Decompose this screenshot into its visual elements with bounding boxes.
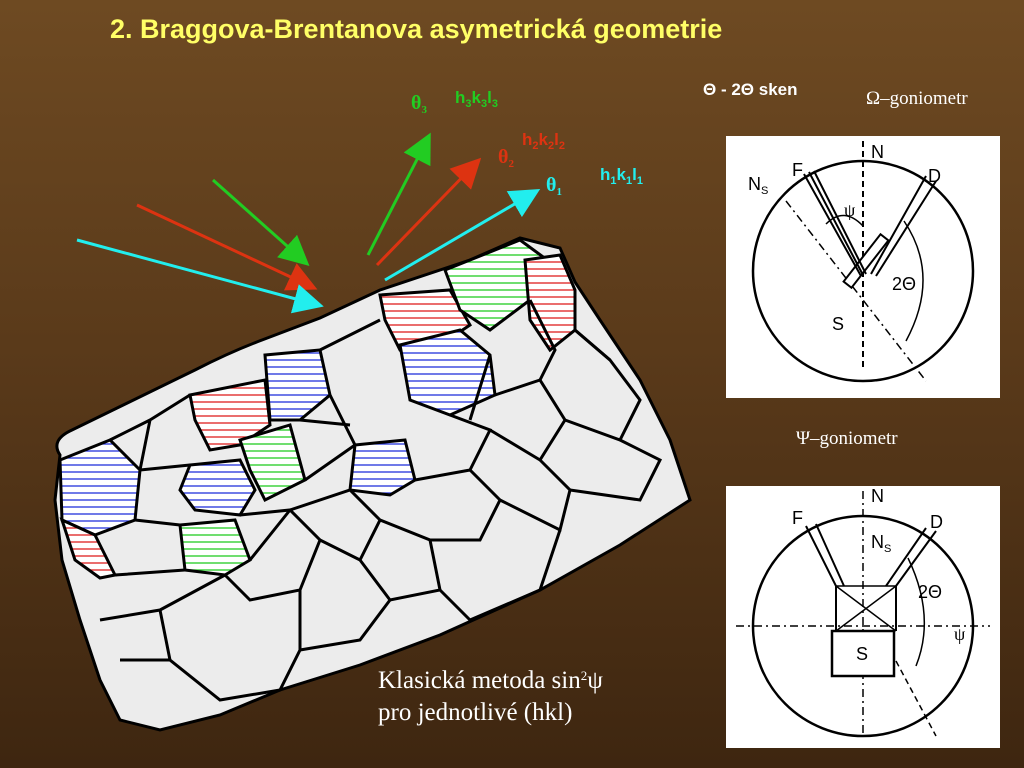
grain-blue-3 xyxy=(263,348,332,422)
theta1-symbol: θ xyxy=(546,174,557,196)
psi-symbol: Ψ xyxy=(796,428,811,449)
hkl3-h: h xyxy=(455,88,466,107)
grain-blue-2 xyxy=(178,458,257,517)
caption-superscript: 2 xyxy=(580,668,588,683)
psi-Ns-sub: S xyxy=(884,543,892,555)
grain-blue-4 xyxy=(348,438,417,497)
hkl3-h-idx: 3 xyxy=(465,98,472,110)
grain-green-1 xyxy=(238,423,307,503)
hkl1-k-idx: 1 xyxy=(625,175,633,187)
beam-diffracted-cyan xyxy=(384,188,541,282)
grain-boundaries xyxy=(99,299,663,702)
grain-green-2 xyxy=(178,518,252,577)
hkl2-h-idx: 2 xyxy=(532,140,539,152)
psi-diagram xyxy=(736,491,990,738)
theta1-label: θ1 xyxy=(546,174,562,198)
theta1-index: 1 xyxy=(556,186,562,198)
scan-theta: Θ xyxy=(703,80,717,99)
slide-title: 2. Braggova-Brentanova asymetrická geome… xyxy=(110,14,723,44)
psi-S-label: S xyxy=(856,644,869,664)
theta2-symbol: θ xyxy=(498,146,509,168)
omega-text: –goniometr xyxy=(880,88,968,109)
hkl1-l-idx: 1 xyxy=(636,175,643,187)
hkl1-label: h1k1l1 xyxy=(600,165,643,187)
omega-psi-label: ψ xyxy=(844,200,856,220)
grain-red-1 xyxy=(59,517,118,580)
omega-D-label: D xyxy=(928,166,941,186)
psi-Ns-label: NS xyxy=(871,532,891,555)
omega-S-label: S xyxy=(832,314,845,334)
omega-goniometer-label: Ω–goniometr xyxy=(866,88,968,110)
omega-goniometer-panel: N NS F D ψ 2Θ S xyxy=(726,136,1000,398)
omega-2theta-label: 2Θ xyxy=(892,274,917,294)
hkl2-h: h xyxy=(522,130,533,149)
hkl3-k-idx: 3 xyxy=(480,98,488,110)
caption-line-2: pro jednotlivé (hkl) xyxy=(378,699,573,726)
hkl2-label: h2k2l2 xyxy=(522,130,565,152)
psi-F-label: F xyxy=(792,508,803,528)
hkl2-l: l xyxy=(554,130,559,149)
hkl3-l-idx: 3 xyxy=(491,98,498,110)
beam-incident-red xyxy=(136,203,318,291)
omega-diagram xyxy=(751,141,975,383)
beam-diffracted-green xyxy=(366,132,431,256)
psi-goniometer-panel: N NS F D 2Θ ψ S xyxy=(726,486,1000,748)
psi-psi-label: ψ xyxy=(954,624,966,644)
hkl2-l-idx: 2 xyxy=(558,140,565,152)
hkl1-l: l xyxy=(632,165,637,184)
omega-F-label: F xyxy=(792,160,803,180)
hkl3-l: l xyxy=(487,88,492,107)
psi-Ns-N: N xyxy=(871,532,884,552)
beam-incident-green xyxy=(212,178,310,266)
hkl1-k: k xyxy=(616,165,626,184)
omega-N-label: N xyxy=(871,142,884,162)
method-caption: Klasická metoda sin2ψ pro jednotlivé (hk… xyxy=(378,660,603,729)
psi-D-label: D xyxy=(930,512,943,532)
hkl2-k-idx: 2 xyxy=(547,140,555,152)
psi-text: –goniometr xyxy=(810,428,898,449)
hkl3-label: h3k3l3 xyxy=(455,88,498,110)
hkl3-k: k xyxy=(471,88,481,107)
theta3-label: θ3 xyxy=(411,92,427,116)
omega-Ns-sub: S xyxy=(761,185,769,197)
omega-symbol: Ω xyxy=(866,88,881,109)
scan-label: Θ - 2Θ sken xyxy=(703,80,798,100)
omega-Ns-label: NS xyxy=(748,174,768,197)
psi-2theta-label: 2Θ xyxy=(918,582,943,602)
theta2-label: θ2 xyxy=(498,146,514,170)
scan-rest: - 2 xyxy=(716,80,741,99)
scan-tail: sken xyxy=(754,80,798,99)
beam-diffracted-red xyxy=(375,157,482,267)
beam-incident-cyan xyxy=(76,238,324,314)
psi-goniometer-label: Ψ–goniometr xyxy=(796,428,898,450)
theta3-symbol: θ xyxy=(411,92,422,114)
hkl2-k: k xyxy=(538,130,548,149)
scan-theta2: Θ xyxy=(740,80,755,99)
theta3-index: 3 xyxy=(421,104,427,116)
caption-text-1: Klasická metoda sin xyxy=(378,667,581,694)
omega-Ns-N: N xyxy=(748,174,761,194)
theta2-index: 2 xyxy=(508,158,514,170)
hkl1-h: h xyxy=(600,165,611,184)
hkl1-h-idx: 1 xyxy=(610,175,617,187)
grain-red-2 xyxy=(188,378,272,452)
caption-psi: ψ xyxy=(587,667,603,694)
caption-line-1: Klasická metoda sin2ψ xyxy=(378,660,603,697)
psi-N-label: N xyxy=(871,486,884,506)
